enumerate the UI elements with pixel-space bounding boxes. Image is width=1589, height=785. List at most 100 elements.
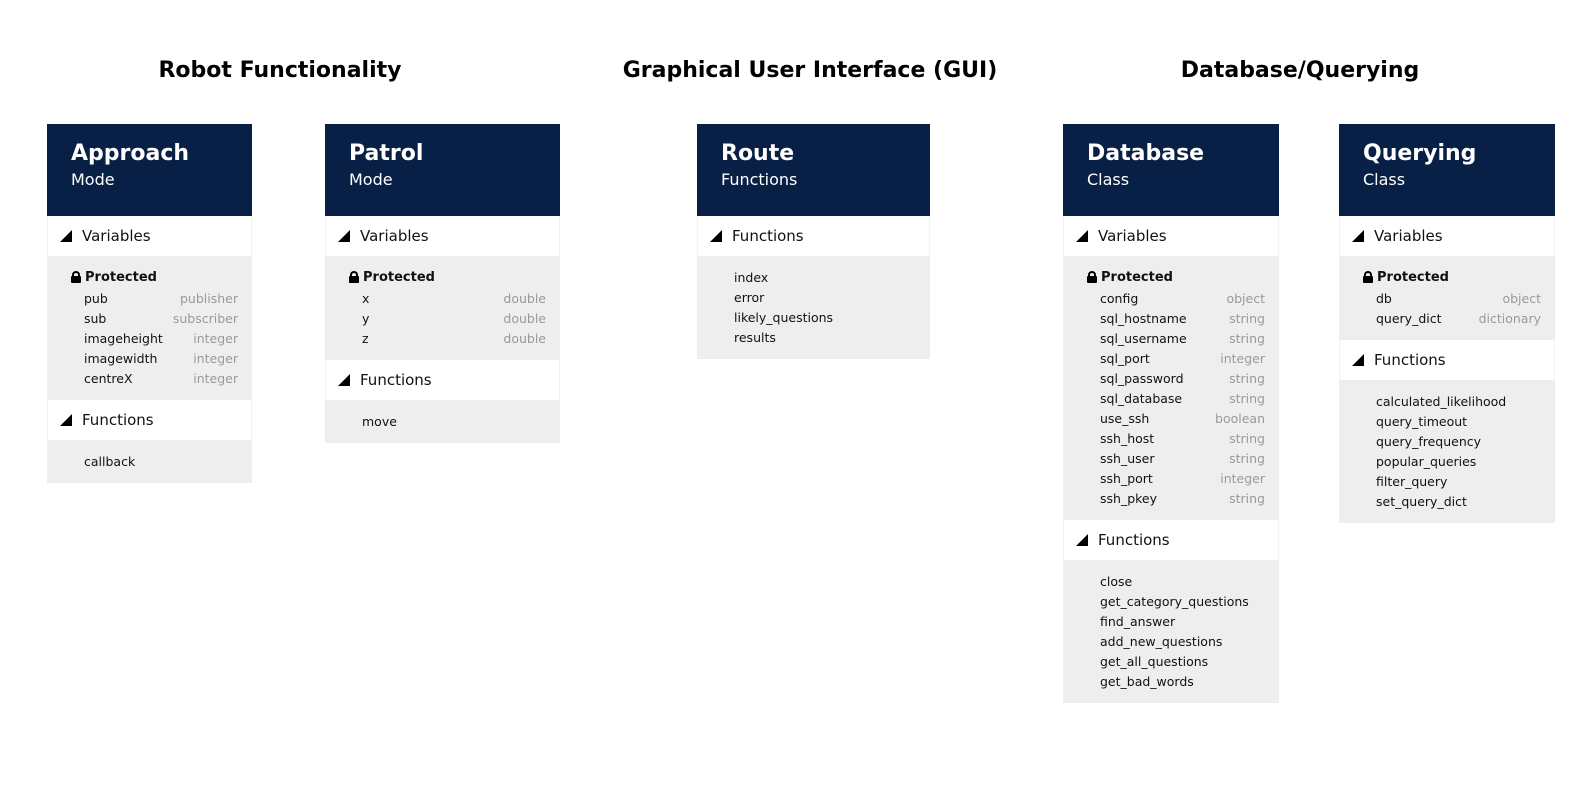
variable-name: pub (84, 290, 108, 306)
variable-type: double (503, 330, 546, 346)
variable-name: imagewidth (84, 350, 158, 366)
function-item: query_timeout (1376, 413, 1468, 429)
variable-name: sql_database (1100, 390, 1183, 406)
variable-row: sql_hostname string (1087, 308, 1265, 328)
functions-section-toggle[interactable]: Functions (325, 360, 560, 400)
card-subtitle: Functions (721, 170, 798, 189)
group-title-database-querying: Database/Querying (1180, 58, 1420, 83)
function-item: set_query_dict (1376, 493, 1467, 509)
variable-name: ssh_port (1100, 470, 1153, 486)
variable-name: db (1376, 290, 1392, 306)
card-subtitle: Mode (71, 170, 115, 189)
collapse-triangle-icon (1076, 230, 1088, 242)
variable-name: sql_hostname (1100, 310, 1187, 326)
lock-icon (349, 271, 359, 283)
database-class-card: Database Class Variables Protected confi… (1063, 124, 1279, 703)
card-header: Approach Mode (47, 124, 252, 216)
variable-type: string (1229, 310, 1265, 326)
collapse-triangle-icon (1352, 354, 1364, 366)
function-item: close (1100, 573, 1133, 589)
variable-row: sql_port integer (1087, 348, 1265, 368)
variable-row: centreX integer (71, 368, 238, 388)
route-functions-card: Route Functions Functions index error li… (697, 124, 930, 359)
functions-section-toggle[interactable]: Functions (1339, 340, 1555, 380)
variable-name: sql_port (1100, 350, 1150, 366)
lock-icon (1087, 271, 1097, 283)
functions-list: close get_category_questions find_answer… (1063, 560, 1279, 703)
variable-type: integer (1220, 470, 1265, 486)
functions-list: index error likely_questions results (697, 256, 930, 359)
variables-section-toggle[interactable]: Variables (47, 216, 252, 256)
variables-section-toggle[interactable]: Variables (1063, 216, 1279, 256)
variable-type: integer (193, 370, 238, 386)
function-item: get_category_questions (1100, 593, 1249, 609)
querying-class-card: Querying Class Variables Protected db obj… (1339, 124, 1555, 523)
card-title: Database (1087, 141, 1205, 166)
functions-section-label: Functions (1374, 351, 1446, 369)
variable-name: centreX (84, 370, 133, 386)
variable-type: string (1229, 430, 1265, 446)
protected-group-label: Protected (349, 267, 546, 287)
card-subtitle: Mode (349, 170, 393, 189)
variable-type: string (1229, 490, 1265, 506)
functions-list: callback (47, 440, 252, 483)
card-title: Approach (71, 141, 190, 166)
card-title: Querying (1363, 141, 1477, 166)
collapse-triangle-icon (338, 374, 350, 386)
variable-row: ssh_host string (1087, 428, 1265, 448)
protected-group-label: Protected (71, 267, 238, 287)
card-header: Querying Class (1339, 124, 1555, 216)
function-item: add_new_questions (1100, 633, 1223, 649)
variable-type: subscriber (172, 310, 238, 326)
function-item: error (734, 289, 765, 305)
variable-type: integer (193, 350, 238, 366)
function-item: likely_questions (734, 309, 834, 325)
variable-row: z double (349, 328, 546, 348)
function-item: filter_query (1376, 473, 1448, 489)
variable-type: dictionary (1478, 310, 1541, 326)
card-header: Route Functions (697, 124, 930, 216)
variable-row: query_dict dictionary (1363, 308, 1541, 328)
variable-name: ssh_host (1100, 430, 1155, 446)
group-title-gui: Graphical User Interface (GUI) (622, 58, 998, 83)
variable-name: sub (84, 310, 107, 326)
variables-section-toggle[interactable]: Variables (325, 216, 560, 256)
functions-section-toggle[interactable]: Functions (1063, 520, 1279, 560)
variables-section-label: Variables (82, 227, 151, 245)
functions-section-toggle[interactable]: Functions (47, 400, 252, 440)
variables-section-toggle[interactable]: Variables (1339, 216, 1555, 256)
functions-section-label: Functions (1098, 531, 1170, 549)
variable-name: ssh_user (1100, 450, 1155, 466)
variable-name: config (1100, 290, 1139, 306)
protected-label-text: Protected (1377, 269, 1449, 285)
protected-label-text: Protected (85, 269, 157, 285)
functions-section-toggle[interactable]: Functions (697, 216, 930, 256)
variable-name: query_dict (1376, 310, 1442, 326)
variable-name: z (362, 330, 369, 346)
card-title: Route (721, 141, 795, 166)
card-subtitle: Class (1363, 170, 1406, 189)
card-header: Patrol Mode (325, 124, 560, 216)
variable-name: x (362, 290, 370, 306)
variable-type: integer (1220, 350, 1265, 366)
variables-section-label: Variables (1374, 227, 1443, 245)
variable-type: string (1229, 370, 1265, 386)
collapse-triangle-icon (1076, 534, 1088, 546)
collapse-triangle-icon (60, 414, 72, 426)
variable-type: double (503, 310, 546, 326)
variable-type: object (1502, 290, 1541, 306)
variable-name: sql_username (1100, 330, 1187, 346)
variable-type: string (1229, 330, 1265, 346)
protected-label-text: Protected (1101, 269, 1173, 285)
protected-group-label: Protected (1363, 267, 1541, 287)
lock-icon (1363, 271, 1373, 283)
